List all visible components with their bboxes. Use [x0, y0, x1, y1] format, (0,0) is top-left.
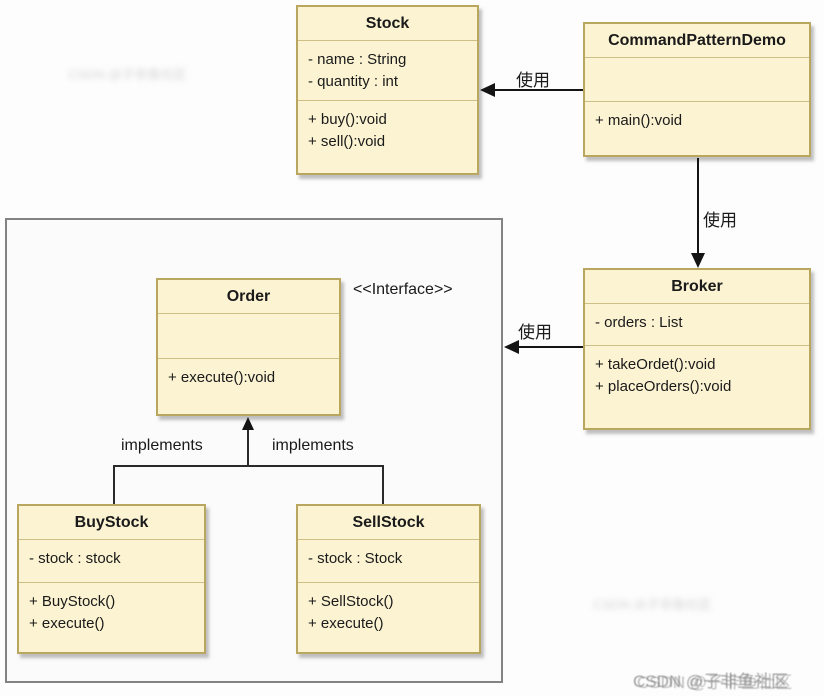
method: + BuyStock() [29, 593, 116, 610]
class-attributes: - stock : Stock [298, 540, 479, 583]
arrow-line [518, 346, 583, 348]
arrowhead-left-icon [480, 83, 495, 97]
arrowhead-left-icon [504, 340, 519, 354]
implements-label-right: implements [272, 437, 354, 454]
class-box-buystock: BuyStock - stock : stock + BuyStock() + … [17, 504, 206, 654]
connector-line [113, 465, 384, 467]
method: + execute() [29, 615, 105, 632]
implements-label-left: implements [121, 437, 203, 454]
class-attributes: - name : String - quantity : int [298, 41, 477, 101]
class-methods: + execute():void [158, 359, 339, 412]
use-label-demo-broker: 使用 [703, 211, 737, 230]
arrowhead-up-icon [242, 417, 254, 430]
method: + buy():void [308, 111, 387, 128]
method: + sell():void [308, 133, 386, 150]
watermark-text: CSDN @子非鱼社区 [637, 673, 793, 692]
watermark-faint-right: CSDN @子非鱼社区 [593, 597, 711, 610]
method: + placeOrders():void [595, 378, 732, 395]
class-methods: + takeOrdet():void + placeOrders():void [585, 346, 809, 426]
use-label-demo-stock: 使用 [516, 71, 550, 90]
class-box-broker: Broker - orders : List + takeOrdet():voi… [583, 268, 811, 430]
method: + execute():void [168, 369, 276, 386]
use-label-broker-order: 使用 [518, 323, 552, 342]
watermark-text: CSDN @子非鱼社区 [633, 672, 789, 691]
class-box-stock: Stock - name : String - quantity : int +… [296, 5, 479, 175]
class-title: Stock [298, 7, 477, 41]
connector-line [247, 429, 249, 466]
class-box-sellstock: SellStock - stock : Stock + SellStock() … [296, 504, 481, 654]
attribute: - name : String [308, 51, 407, 68]
method: + SellStock() [308, 593, 394, 610]
arrow-line [697, 158, 699, 255]
attribute: - orders : List [595, 314, 683, 331]
attribute: - quantity : int [308, 73, 399, 90]
attribute: - stock : Stock [308, 550, 403, 567]
arrowhead-down-icon [691, 253, 705, 268]
method: + takeOrdet():void [595, 356, 716, 373]
class-methods: + SellStock() + execute() [298, 583, 479, 652]
method: + execute() [308, 615, 384, 632]
connector-line [382, 465, 384, 504]
class-box-order: Order + execute():void [156, 278, 341, 416]
method: + main():void [595, 112, 683, 129]
connector-line [113, 465, 115, 504]
class-box-commandpatterndemo: CommandPatternDemo + main():void [583, 22, 811, 157]
class-methods: + buy():void + sell():void [298, 101, 477, 171]
class-title: BuyStock [19, 506, 204, 540]
watermark-csdn: CSDN @子非鱼社区 CSDN @子非鱼社区 [633, 667, 823, 693]
interface-stereotype-label: <<Interface>> [353, 281, 453, 298]
arrow-line [494, 89, 583, 91]
class-title: SellStock [298, 506, 479, 540]
class-title: Order [158, 280, 339, 314]
watermark-faint-top: CSDN @子非鱼社区 [68, 67, 187, 82]
class-title: Broker [585, 270, 809, 304]
class-attributes: - orders : List [585, 304, 809, 346]
class-attributes [158, 314, 339, 359]
class-methods: + BuyStock() + execute() [19, 583, 204, 652]
class-attributes [585, 58, 809, 102]
attribute: - stock : stock [29, 550, 121, 567]
class-attributes: - stock : stock [19, 540, 204, 583]
class-title: CommandPatternDemo [585, 24, 809, 58]
class-methods: + main():void [585, 102, 809, 155]
